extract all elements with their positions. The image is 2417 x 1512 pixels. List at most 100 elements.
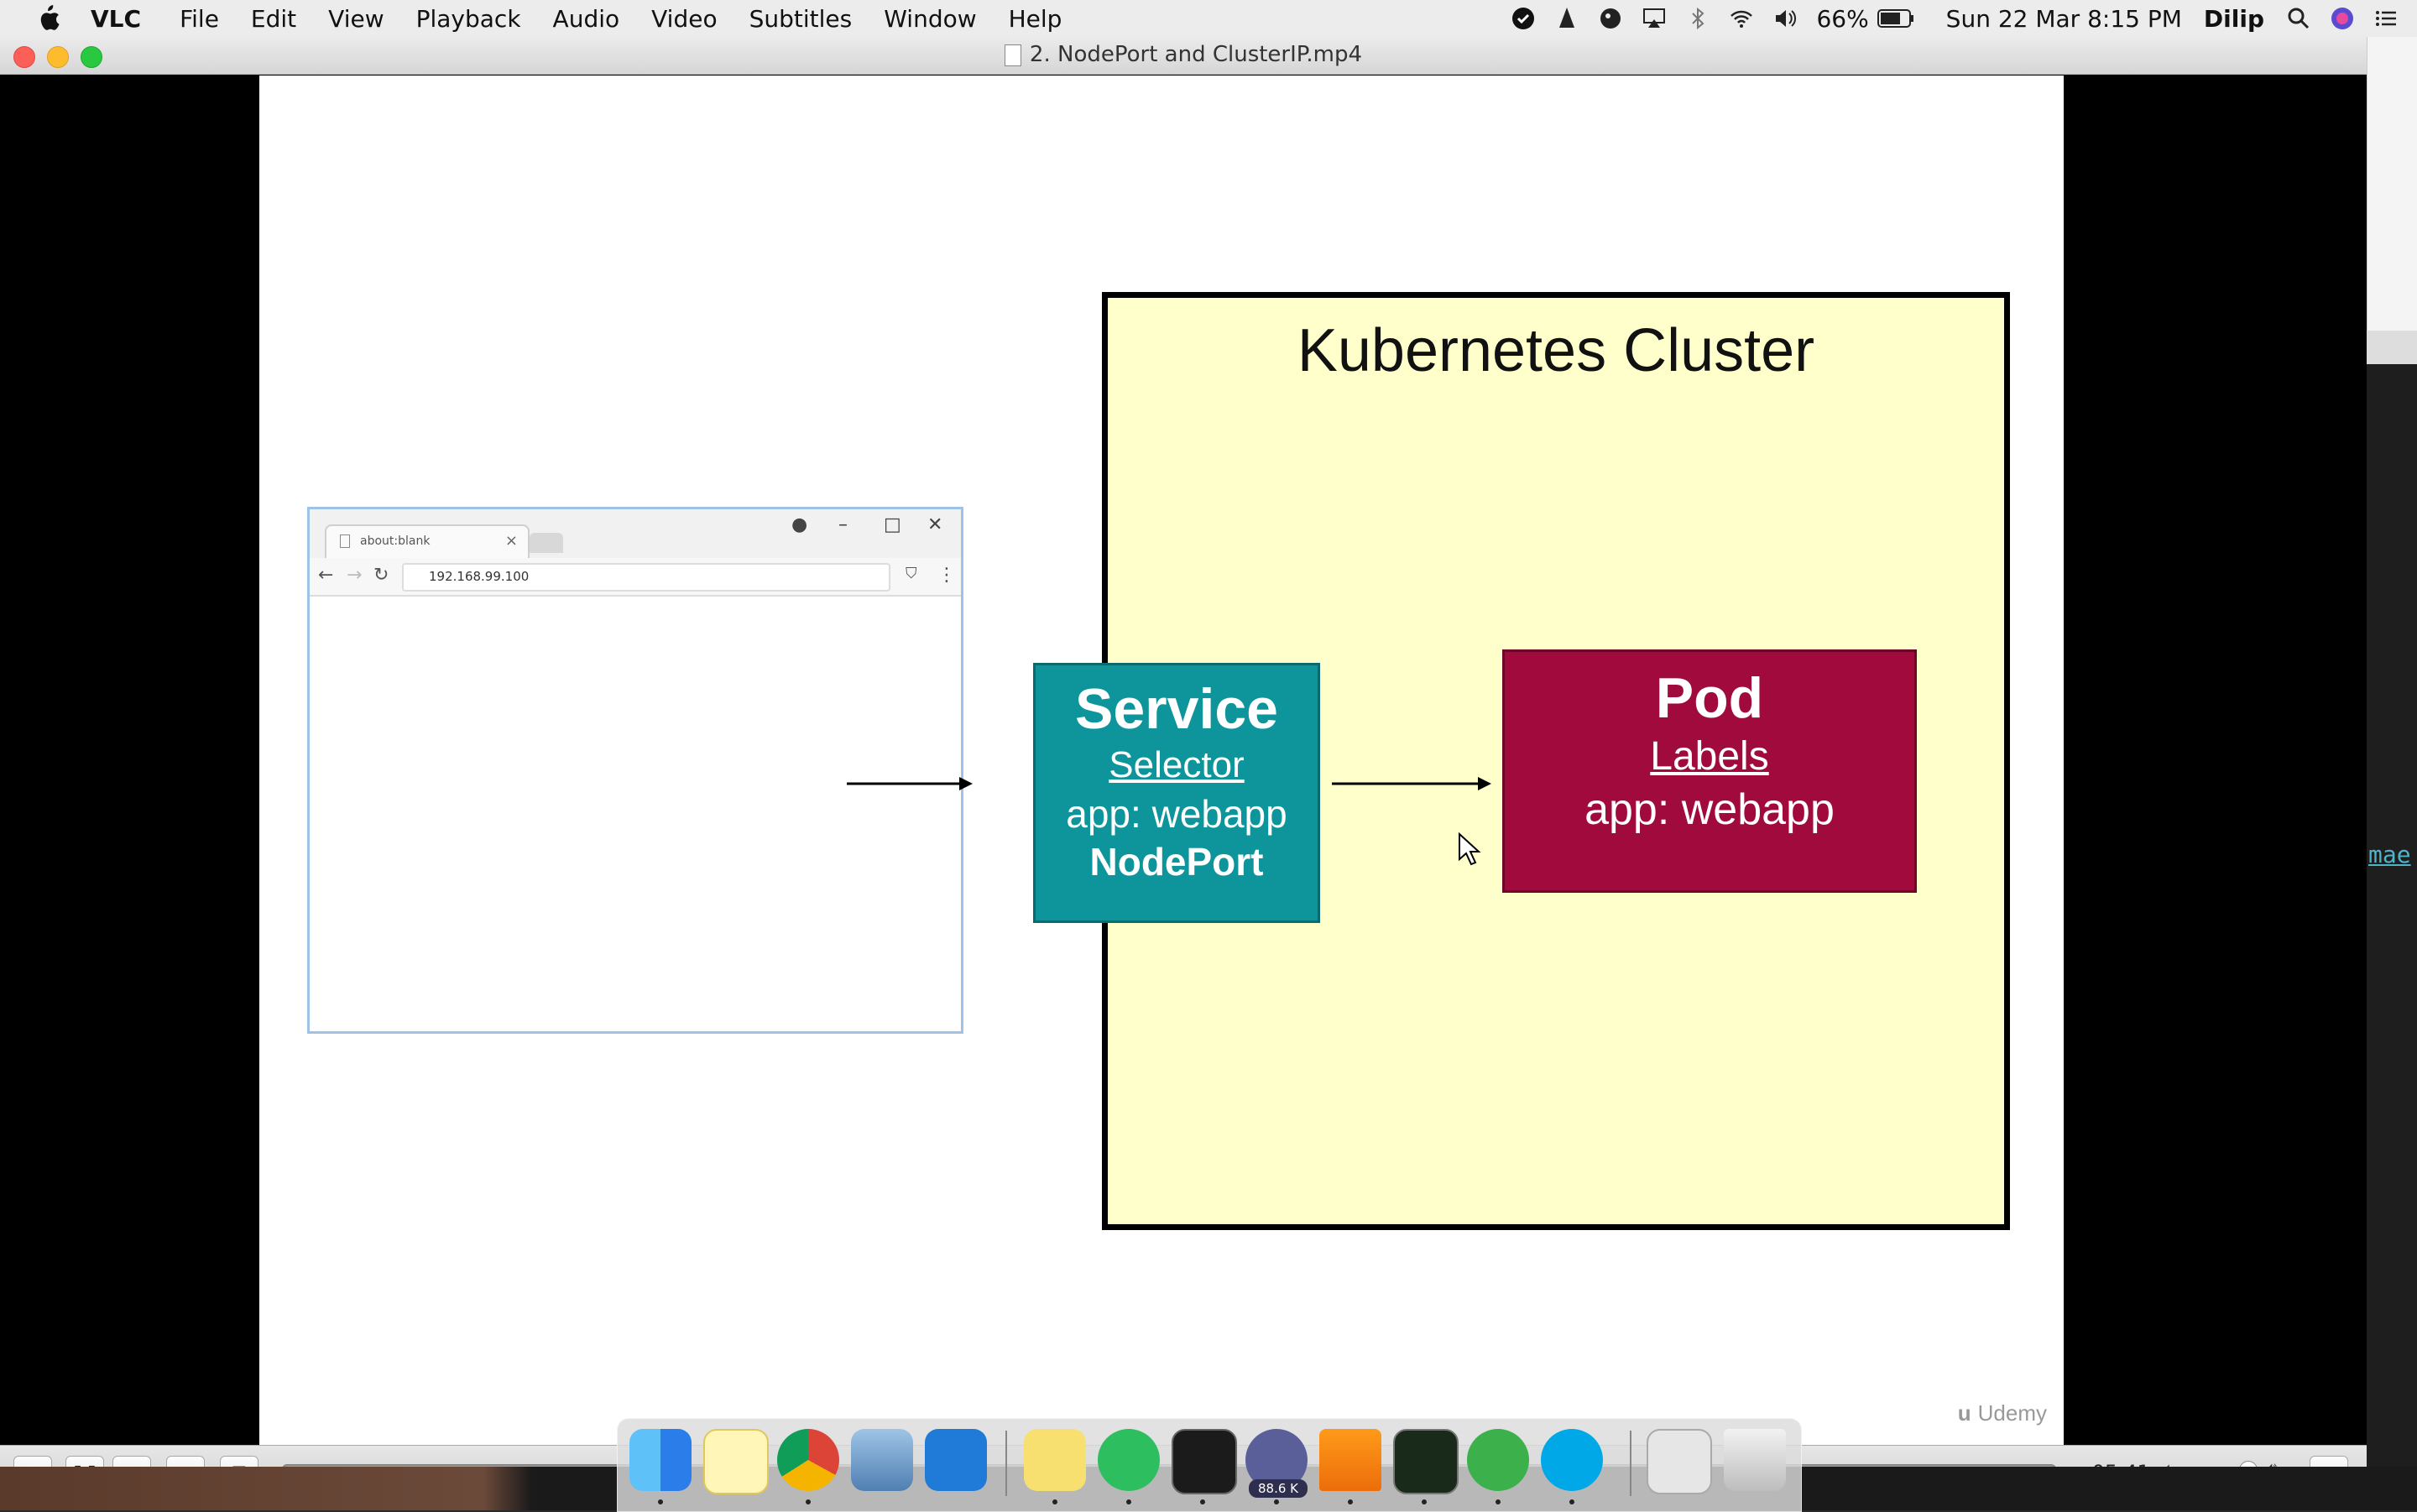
close-icon: × [504, 532, 518, 550]
minimize-button[interactable] [47, 46, 69, 68]
dock-separator [1630, 1431, 1631, 1496]
menu-dots-icon: ⋮ [937, 565, 956, 586]
udemy-watermark-text: Udemy [1977, 1400, 2047, 1426]
airplay-icon[interactable] [1642, 6, 1667, 31]
running-indicator [658, 1499, 663, 1504]
window-title: 2. NodePort and ClusterIP.mp4 [0, 42, 2367, 67]
close-button[interactable] [13, 46, 35, 68]
checkmark-circle-icon[interactable] [1511, 6, 1536, 31]
back-icon: ← [318, 565, 334, 586]
menu-view[interactable]: View [328, 4, 384, 33]
stickies-icon[interactable] [1024, 1429, 1086, 1491]
video-area[interactable]: Kubernetes Cluster about:blank × ● – □ ✕ [0, 76, 2367, 1445]
pod-labels-label: Labels [1650, 734, 1769, 779]
menu-edit[interactable]: Edit [250, 4, 297, 33]
running-indicator [1422, 1499, 1427, 1504]
wifi-icon[interactable] [1729, 6, 1754, 31]
menu-video[interactable]: Video [651, 4, 718, 33]
running-indicator [1496, 1499, 1501, 1504]
activity-monitor-icon[interactable] [1393, 1429, 1459, 1494]
close-window-icon: ✕ [927, 514, 943, 535]
menu-subtitles[interactable]: Subtitles [749, 4, 853, 33]
running-indicator [1348, 1499, 1353, 1504]
reload-icon: ↻ [373, 565, 389, 586]
apple-icon[interactable] [35, 4, 60, 33]
running-indicator [1126, 1499, 1131, 1504]
window-title-text: 2. NodePort and ClusterIP.mp4 [1029, 42, 1363, 67]
pod-label-value: app: webapp [1584, 785, 1835, 834]
browser-window: about:blank × ● – □ ✕ ← → ↻ 192.168.99.1… [307, 507, 963, 1034]
bluetooth-icon[interactable] [1685, 6, 1710, 31]
menu-window[interactable]: Window [884, 4, 977, 33]
downloads-stack-icon[interactable] [1647, 1429, 1712, 1494]
menu-file[interactable]: File [180, 4, 219, 33]
menu-playback[interactable]: Playback [415, 4, 521, 33]
mouse-cursor-icon [1459, 832, 1481, 866]
dock-separator [1005, 1431, 1007, 1496]
account-icon: ● [791, 514, 808, 535]
pod-box: Pod Labels app: webapp [1502, 649, 1917, 893]
background-link-text[interactable]: mae [2368, 841, 2411, 868]
service-selector-label: Selector [1109, 744, 1245, 785]
arrow-service-to-pod [1332, 777, 1491, 790]
service-selector-value: app: webapp [1066, 792, 1287, 836]
shield-icon: ⛉ [906, 565, 917, 582]
volume-icon[interactable] [1772, 6, 1798, 31]
forward-icon: → [347, 565, 363, 586]
background-window: mae [2367, 37, 2417, 1510]
vlc-window: 2. NodePort and ClusterIP.mp4 Kubernetes… [0, 37, 2367, 1510]
terminal-icon[interactable] [1172, 1429, 1237, 1494]
address-bar: 192.168.99.100 [402, 563, 890, 592]
maximize-icon: □ [884, 514, 901, 535]
zoom-button[interactable] [81, 46, 102, 68]
chrome-icon[interactable] [777, 1429, 839, 1491]
vlc-cone-icon[interactable] [1554, 6, 1579, 31]
service-type: NodePort [1089, 840, 1264, 884]
vscode-icon[interactable] [925, 1429, 987, 1491]
document-icon [1004, 44, 1021, 66]
atom-icon[interactable] [1467, 1429, 1529, 1491]
udemy-logo-icon: u [1957, 1400, 1971, 1426]
new-tab-icon [530, 533, 563, 553]
browser-tab-bar: about:blank × ● – □ ✕ [310, 509, 961, 560]
notes-icon[interactable] [703, 1429, 769, 1494]
dock-badge: 88.6 K [1249, 1479, 1308, 1498]
page-icon [340, 534, 350, 548]
evernote-icon[interactable] [1598, 6, 1623, 31]
mail-icon[interactable] [851, 1429, 913, 1491]
service-heading: Service [1075, 677, 1278, 741]
browser-tab-title: about:blank [360, 534, 431, 548]
background-window-tab [2367, 331, 2417, 364]
battery-percent: 66% [1816, 4, 1869, 33]
pod-heading: Pod [1655, 666, 1764, 730]
arrow-browser-to-service [847, 777, 973, 790]
status-area: 66% Sun 22 Mar 8:15 PM Dilip [1511, 0, 2417, 37]
minimize-icon: – [838, 514, 848, 535]
skype-icon[interactable] [1541, 1429, 1603, 1491]
trash-icon[interactable] [1724, 1429, 1786, 1491]
running-indicator [806, 1499, 811, 1504]
finder-icon[interactable] [629, 1429, 692, 1491]
battery-icon[interactable] [1877, 9, 1914, 28]
cluster-title: Kubernetes Cluster [1297, 317, 1815, 384]
running-indicator [1274, 1499, 1279, 1504]
spotlight-search-icon[interactable] [2286, 6, 2311, 31]
evernote-app-icon[interactable] [1098, 1429, 1160, 1491]
browser-tab: about:blank × [325, 524, 530, 560]
slide: Kubernetes Cluster about:blank × ● – □ ✕ [259, 76, 2064, 1445]
menu-app-name[interactable]: VLC [91, 4, 142, 33]
menu-audio[interactable]: Audio [552, 4, 620, 33]
siri-icon[interactable] [2330, 6, 2355, 31]
running-indicator [1052, 1499, 1057, 1504]
browser-toolbar: ← → ↻ 192.168.99.100 ⛉ ⋮ [310, 558, 961, 597]
address-text: 192.168.99.100 [429, 569, 530, 584]
service-box: Service Selector app: webapp NodePort [1033, 663, 1320, 923]
menu-help[interactable]: Help [1008, 4, 1062, 33]
notification-center-icon[interactable] [2373, 6, 2399, 31]
running-indicator [1569, 1499, 1574, 1504]
clock[interactable]: Sun 22 Mar 8:15 PM [1945, 4, 2182, 33]
titlebar[interactable]: 2. NodePort and ClusterIP.mp4 [0, 37, 2367, 75]
user-name[interactable]: Dilip [2203, 4, 2264, 33]
vlc-app-icon[interactable] [1319, 1429, 1381, 1491]
